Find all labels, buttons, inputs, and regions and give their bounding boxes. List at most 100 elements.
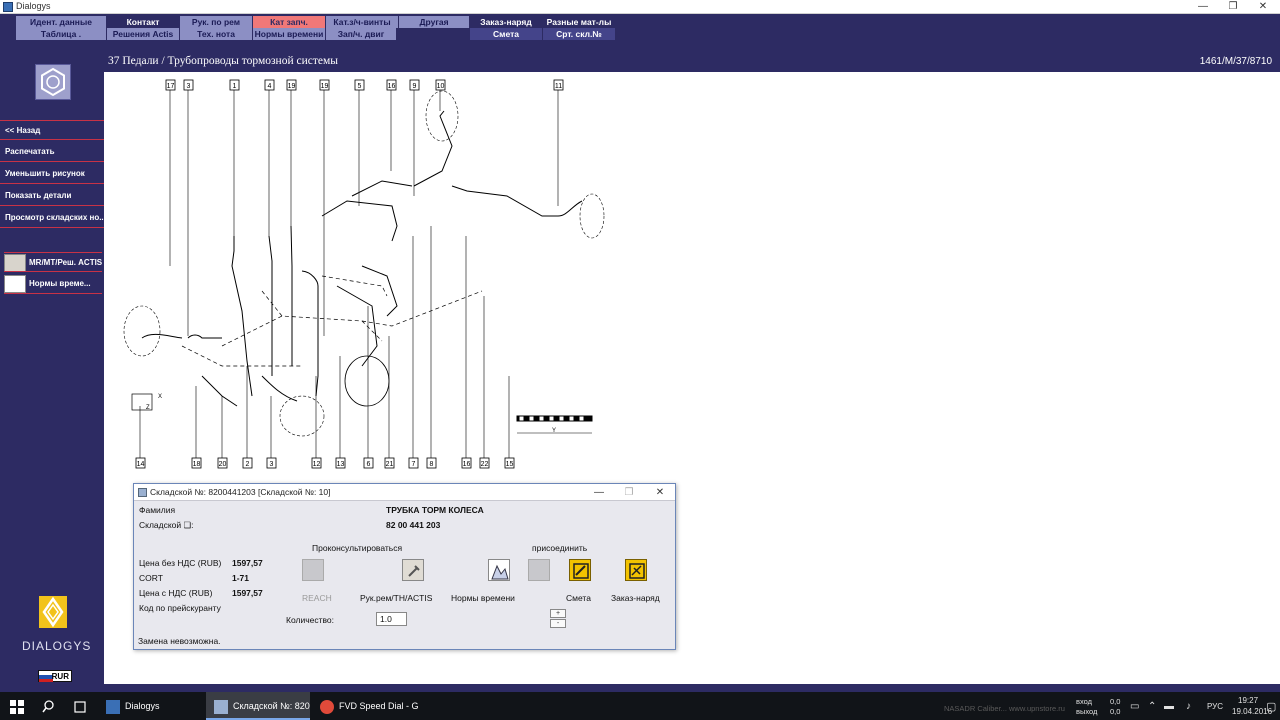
top-callout-11-10-box[interactable] [553, 79, 564, 91]
bottom-callout-20-2-box[interactable] [217, 457, 228, 469]
taskbar-item-chrome[interactable]: FVD Speed Dial - G... [312, 692, 418, 720]
repair-manual-icon[interactable] [402, 559, 424, 581]
top-callout-4-3-label[interactable]: 4 [268, 83, 272, 90]
bottom-callout-13-6-label[interactable]: 13 [337, 461, 345, 468]
brake-pipe-2[interactable] [231, 236, 253, 397]
repair-manual-button-label[interactable]: Рук.рем/TH/ACTIS [360, 593, 433, 603]
bottom-callout-12-5-box[interactable] [311, 457, 322, 469]
top-callout-10-9-box[interactable] [435, 79, 446, 91]
sidebar-item-zoom-out[interactable]: Уменьшить рисунок [0, 164, 104, 184]
top-callout-5-6-label[interactable]: 5 [358, 83, 362, 90]
top-callout-1-2-label[interactable]: 1 [233, 83, 237, 90]
top-callout-19-4-label[interactable]: 19 [288, 83, 296, 90]
tab-engine-parts[interactable]: Зап/ч. двиг [326, 28, 396, 40]
tab-misc-materials[interactable]: Разные мат-лы [543, 16, 615, 28]
labour-times-button-label[interactable]: Нормы времени [451, 593, 515, 603]
bottom-callout-15-13-box[interactable] [504, 457, 515, 469]
input-language[interactable]: РУС [1207, 702, 1224, 711]
tab-tech-note[interactable]: Тех. нота [180, 28, 252, 40]
tab-labour-times[interactable]: Нормы времени [253, 28, 325, 40]
dialog-maximize-button[interactable]: ❐ [624, 487, 634, 498]
bottom-callout-21-8-label[interactable]: 21 [386, 461, 394, 468]
top-callout-17-0-label[interactable]: 17 [167, 83, 175, 90]
task-view-icon[interactable] [66, 692, 94, 720]
bottom-callout-6-7-box[interactable] [363, 457, 374, 469]
sidebar-item-actis[interactable]: MR/MT/Реш. ACTIS [4, 252, 102, 272]
search-icon[interactable] [36, 692, 60, 720]
tray-date[interactable]: 19.04.2016 [1232, 707, 1273, 716]
top-callout-5-6-box[interactable] [354, 79, 365, 91]
bottom-callout-20-2-label[interactable]: 20 [219, 461, 227, 468]
top-callout-19-5-box[interactable] [319, 79, 330, 91]
bottom-callout-18-1-label[interactable]: 18 [193, 461, 201, 468]
brake-pipe-5[interactable] [301, 270, 319, 397]
top-callout-1-2-box[interactable] [229, 79, 240, 91]
top-callout-17-0-box[interactable] [165, 79, 176, 91]
sidebar-item-stock-numbers[interactable]: Просмотр складских но... [0, 208, 104, 228]
brake-pipe-9[interactable] [451, 185, 583, 217]
bottom-callout-3-4-box[interactable] [266, 457, 277, 469]
top-callout-3-1-box[interactable] [183, 79, 194, 91]
attach-disabled-icon[interactable] [528, 559, 550, 581]
tray-time[interactable]: 19:27 [1238, 696, 1259, 705]
top-callout-11-10-label[interactable]: 11 [555, 83, 562, 90]
top-callout-19-5-label[interactable]: 19 [321, 83, 329, 90]
bottom-callout-2-3-box[interactable] [242, 457, 253, 469]
bottom-callout-7-9-box[interactable] [408, 457, 419, 469]
brake-pipe-0[interactable] [187, 334, 222, 339]
taskbar-item-dialogys[interactable]: Dialogys [98, 692, 204, 720]
bottom-callout-21-8-box[interactable] [384, 457, 395, 469]
maximize-button[interactable]: ❐ [1228, 1, 1238, 12]
quantity-decrement-button[interactable]: - [550, 619, 566, 628]
network-icon[interactable]: ▭ [1130, 701, 1140, 712]
bottom-callout-6-7-label[interactable]: 6 [367, 461, 371, 468]
bottom-callout-3-4-label[interactable]: 3 [270, 461, 274, 468]
tray-up-arrow-icon[interactable]: ⌃ [1148, 701, 1157, 712]
bottom-callout-14-0-box[interactable] [135, 457, 146, 469]
top-callout-4-3-box[interactable] [264, 79, 275, 91]
brake-pipe-12[interactable] [201, 375, 238, 407]
estimate-icon[interactable] [569, 559, 591, 581]
bottom-callout-22-12-label[interactable]: 22 [481, 461, 489, 468]
brake-pipe-7[interactable] [351, 180, 413, 197]
reach-icon[interactable] [302, 559, 324, 581]
tab-stock-number[interactable]: Срт. скл.№ [543, 28, 615, 40]
dialog-minimize-button[interactable]: — [594, 487, 604, 498]
brake-pipe-6[interactable] [321, 200, 398, 242]
minimize-button[interactable]: — [1198, 1, 1208, 12]
windows-start-icon[interactable] [0, 692, 34, 720]
brake-pipe-4[interactable] [290, 225, 293, 366]
sidebar-item-print[interactable]: Распечатать [0, 142, 104, 162]
brake-pipe-11[interactable] [261, 375, 298, 402]
currency-flag[interactable]: RUR [38, 670, 72, 682]
labour-times-icon[interactable] [488, 559, 510, 581]
tab-contact[interactable]: Контакт [107, 16, 179, 28]
close-button[interactable]: ✕ [1258, 1, 1268, 12]
top-callout-16-7-box[interactable] [386, 79, 397, 91]
top-callout-3-1-label[interactable]: 3 [187, 83, 191, 90]
top-callout-10-9-label[interactable]: 10 [437, 83, 445, 90]
tab-work-order[interactable]: Заказ-наряд [470, 16, 542, 28]
bottom-callout-16-11-label[interactable]: 16 [463, 461, 471, 468]
brake-pipe-3[interactable] [268, 235, 273, 376]
bottom-callout-12-5-label[interactable]: 12 [313, 461, 321, 468]
dialog-close-button[interactable]: ✕ [655, 487, 665, 498]
tab-ident-data[interactable]: Идент. данные [16, 16, 106, 28]
tab-screws-catalog[interactable]: Кат.з/ч-винты [326, 16, 398, 28]
tab-actis-solutions[interactable]: Решения Actis [107, 28, 179, 40]
notifications-icon[interactable]: ▢ [1266, 701, 1277, 713]
bottom-callout-2-3-label[interactable]: 2 [246, 461, 250, 468]
bottom-callout-18-1-box[interactable] [191, 457, 202, 469]
bottom-callout-8-10-box[interactable] [426, 457, 437, 469]
volume-icon[interactable]: ♪ [1186, 701, 1191, 712]
brake-pipe-1[interactable] [141, 333, 183, 339]
brake-pipe-13[interactable] [336, 285, 378, 367]
taskbar-item-stock-dialog[interactable]: Складской №: 820... [206, 692, 310, 720]
battery-icon[interactable]: ▬ [1164, 701, 1174, 712]
sidebar-item-labour-times[interactable]: Нормы време... [4, 274, 102, 294]
reach-button-label[interactable]: REACH [302, 593, 332, 603]
tab-estimate[interactable]: Смета [470, 28, 542, 40]
tab-parts-catalog[interactable]: Кат запч. [253, 16, 325, 28]
bottom-callout-16-11-box[interactable] [461, 457, 472, 469]
